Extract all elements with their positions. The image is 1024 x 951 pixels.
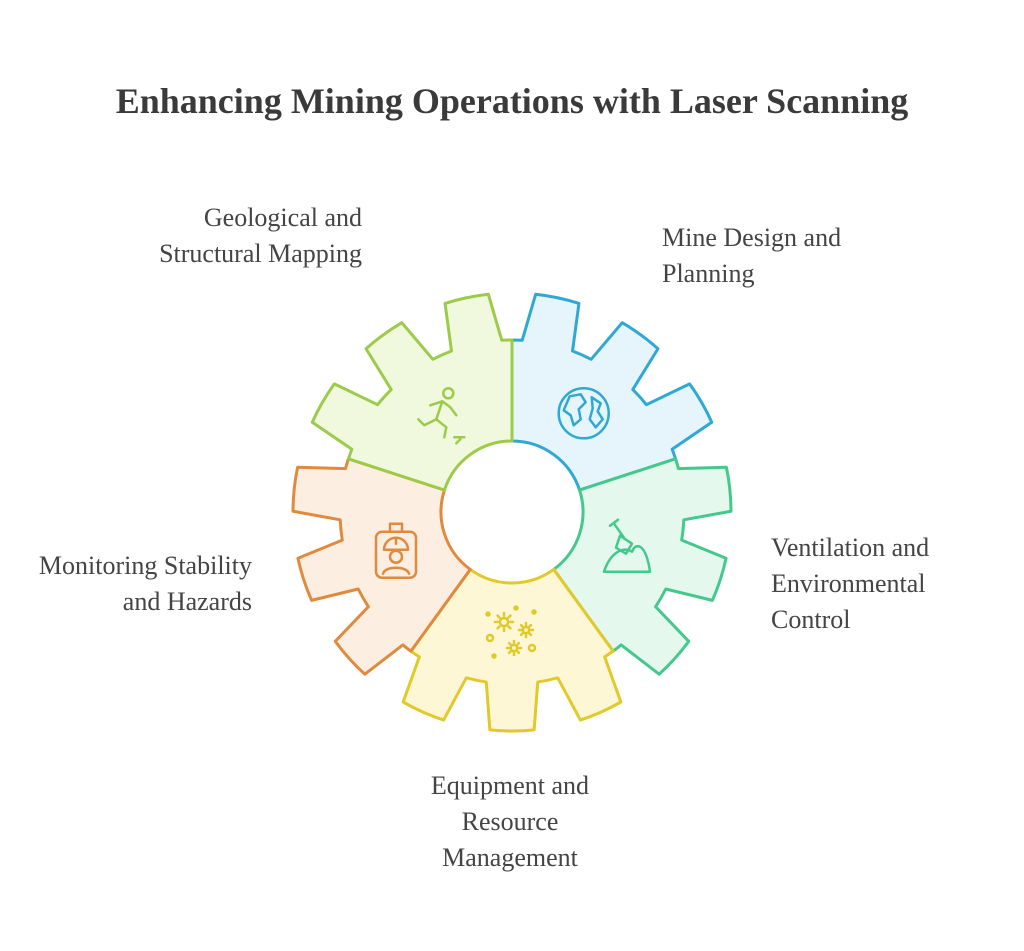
label-line: Geological and <box>203 203 362 232</box>
shovel-mound-icon <box>602 518 652 573</box>
gear-segment-mon <box>310 292 514 492</box>
gear-segment-geo <box>510 292 714 492</box>
label-line: Environmental <box>771 569 926 598</box>
label-equipment: Equipment and Resource Management <box>360 768 660 876</box>
label-monitoring: Monitoring Stability and Hazards <box>39 548 252 620</box>
label-line: Equipment and <box>430 771 590 800</box>
label-line: Ventilation and <box>771 533 930 562</box>
label-geological-mapping: Geological and Structural Mapping <box>159 200 362 272</box>
globe-icon <box>557 387 610 440</box>
label-line: Planning <box>662 259 755 288</box>
diagram-title: Enhancing Mining Operations with Laser S… <box>115 81 909 121</box>
particles-icon <box>485 605 537 659</box>
running-person-icon <box>417 387 466 445</box>
worker-badge-icon <box>374 522 418 579</box>
label-line: Resource <box>461 807 559 836</box>
label-ventilation: Ventilation and Environmental Control <box>771 530 929 638</box>
label-line: and Hazards <box>122 587 252 616</box>
label-line: Mine Design and <box>662 223 842 252</box>
label-mine-design: Mine Design and Planning <box>662 220 841 292</box>
label-line: Monitoring Stability <box>38 551 252 580</box>
gear-segment-equip <box>291 457 472 676</box>
label-line: Control <box>771 605 851 634</box>
label-line: Structural Mapping <box>159 239 362 268</box>
gear-segment-mine <box>552 457 733 676</box>
label-line: Management <box>442 843 578 872</box>
